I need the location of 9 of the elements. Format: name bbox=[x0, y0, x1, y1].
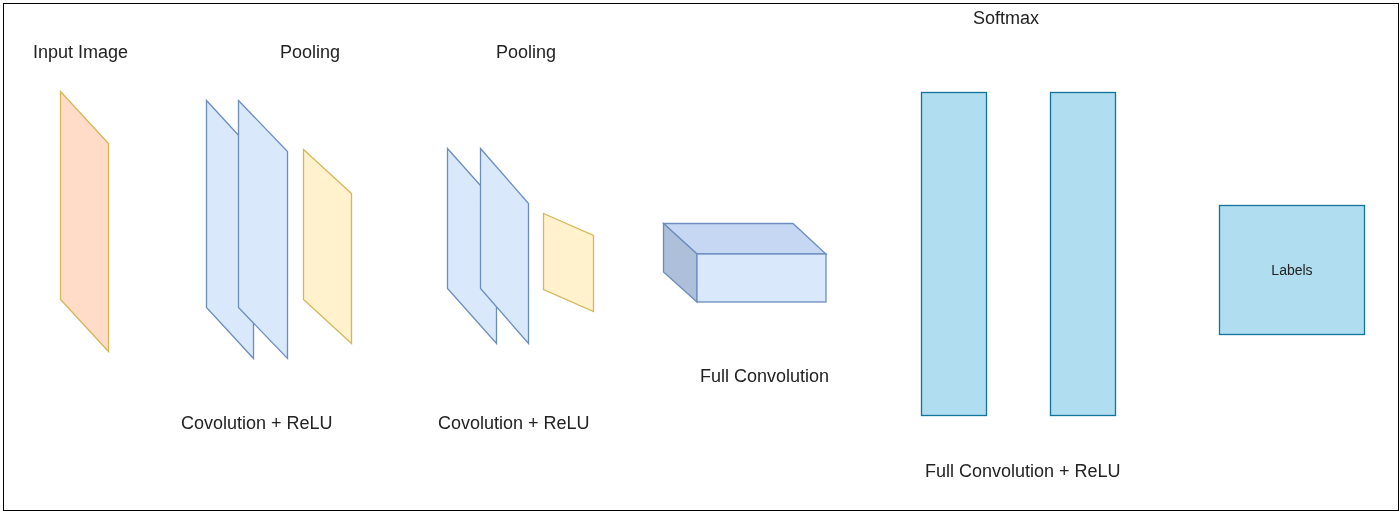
layer-label: Pooling bbox=[496, 41, 557, 63]
layer-label: Covolution + ReLU bbox=[181, 412, 333, 434]
layer-label: Pooling bbox=[280, 41, 341, 63]
layer-label: Full Convolution + ReLU bbox=[925, 460, 1121, 482]
layer-label: Softmax bbox=[973, 7, 1040, 29]
layer-label: Input Image bbox=[33, 41, 129, 63]
box-label: Labels bbox=[1270, 261, 1314, 280]
layer-label: Covolution + ReLU bbox=[438, 412, 590, 434]
layer-label: Full Convolution bbox=[700, 365, 830, 387]
